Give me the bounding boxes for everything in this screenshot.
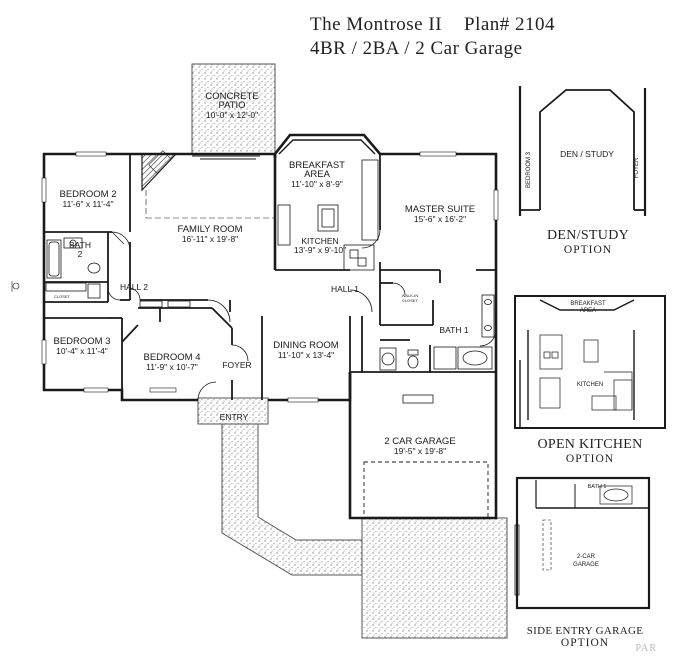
dining-dims: 11'-10" x 13'-4" xyxy=(278,350,334,360)
foyer-label: FOYER xyxy=(222,360,251,370)
master-dims: 15'-6" x 16'-2" xyxy=(414,214,466,224)
opt-garage-label-2: GARAGE xyxy=(573,562,599,568)
bedroom2-dims: 11'-6" x 11'-4" xyxy=(62,199,113,209)
family-label: FAMILY ROOM xyxy=(177,224,242,235)
room-labels: CONCRETE PATIO 10'-0" x 12'-0" BEDROOM 2… xyxy=(53,91,475,456)
den-room-label: DEN / STUDY xyxy=(560,149,614,159)
patio-label: CONCRETE xyxy=(205,91,258,102)
den-option-sub: OPTION xyxy=(563,244,613,256)
patio-dims: 10'-0" x 12'-0" xyxy=(206,110,258,120)
bedroom4-label: BEDROOM 4 xyxy=(143,352,200,363)
garage-option-title: SIDE ENTRY GARAGE xyxy=(526,625,644,637)
patio-label-2: PATIO xyxy=(218,100,245,111)
plan-title: The Montrose II Plan# 2104 xyxy=(310,14,555,36)
plan-subtitle: 4BR / 2BA / 2 Car Garage xyxy=(310,38,523,59)
hall2-label: HALL 2 xyxy=(120,282,148,292)
closet-label: CLOSET xyxy=(54,294,71,299)
meter xyxy=(11,281,20,292)
kitchen-dims: 13'-9" x 9'-10" xyxy=(294,245,346,255)
bedroom2-label: BEDROOM 2 xyxy=(59,189,116,200)
bath2-label: BATH xyxy=(69,240,91,250)
breakfast-label-2: AREA xyxy=(304,169,331,180)
windows xyxy=(41,151,499,403)
bath1-label: BATH 1 xyxy=(439,325,468,335)
entry-stoop xyxy=(197,397,269,425)
bedroom3-dims: 10'-4" x 11'-4" xyxy=(56,346,108,356)
fireplace-hearth xyxy=(148,150,172,174)
option-kitchen-drawing: BREAKFAST AREA KITCHEN xyxy=(514,295,666,429)
dining-label: DINING ROOM xyxy=(273,340,339,351)
garage-door xyxy=(363,461,489,520)
kitchen-option-sub: OPTION xyxy=(565,453,615,465)
patio-slab xyxy=(191,63,276,155)
door-swings xyxy=(107,229,497,401)
entry-walkway xyxy=(221,422,365,576)
breakfast-dims: 11'-10" x 8'-9" xyxy=(291,179,343,189)
kitchen-label: KITCHEN xyxy=(301,236,338,246)
master-label: MASTER SUITE xyxy=(405,204,475,215)
breakfast-label: BREAKFAST xyxy=(289,160,345,171)
hall1-label: HALL 1 xyxy=(331,284,359,294)
den-foyer-label: FOYER xyxy=(634,157,640,178)
plan-name: The Montrose II xyxy=(310,14,443,35)
den-option-caption: DEN/STUDY OPTION xyxy=(533,228,643,256)
watermark: PAR xyxy=(635,643,657,654)
opt-bath-label: BATH 1 xyxy=(588,484,607,490)
garage-option-sub: OPTION xyxy=(560,637,610,649)
walkin-label-2: CLOSET xyxy=(402,298,419,303)
opt-kitchen-label: KITCHEN xyxy=(577,382,603,388)
bedroom4-dims: 11'-9" x 10'-7" xyxy=(146,362,198,372)
garage-label: 2 CAR GARAGE xyxy=(384,436,455,447)
den-bedroom-label: BEDROOM 3 xyxy=(526,151,532,188)
garage-option-caption: SIDE ENTRY GARAGE OPTION xyxy=(515,625,655,649)
breakfast-bay xyxy=(278,139,376,155)
kitchen-option-caption: OPEN KITCHEN OPTION xyxy=(520,437,660,465)
kitchen-option-title: OPEN KITCHEN xyxy=(537,437,643,452)
den-option-title: DEN/STUDY xyxy=(546,228,630,243)
opt-breakfast-label-2: AREA xyxy=(580,308,596,314)
garage-dims: 19'-5" x 19'-8" xyxy=(394,446,446,456)
walkin-label: WALK-IN xyxy=(402,293,419,298)
option-den-drawing: DEN / STUDY BEDROOM 3 FOYER xyxy=(518,86,647,216)
bedroom3-label: BEDROOM 3 xyxy=(53,336,110,347)
opt-garage-label: 2-CAR xyxy=(577,554,596,560)
entry-label: ENTRY xyxy=(220,412,249,422)
patio-sliding-door xyxy=(192,155,260,160)
fixtures xyxy=(45,159,495,404)
driveway xyxy=(361,517,508,639)
option-garage-drawing: BATH 1 2-CAR GARAGE xyxy=(514,476,651,610)
opt-breakfast-label: BREAKFAST xyxy=(570,301,606,307)
bath2-label-2: 2 xyxy=(78,249,83,259)
ceiling-lines xyxy=(145,190,275,219)
family-dims: 16'-11" x 19'-8" xyxy=(182,234,238,244)
plan-number: Plan# 2104 xyxy=(464,14,556,35)
